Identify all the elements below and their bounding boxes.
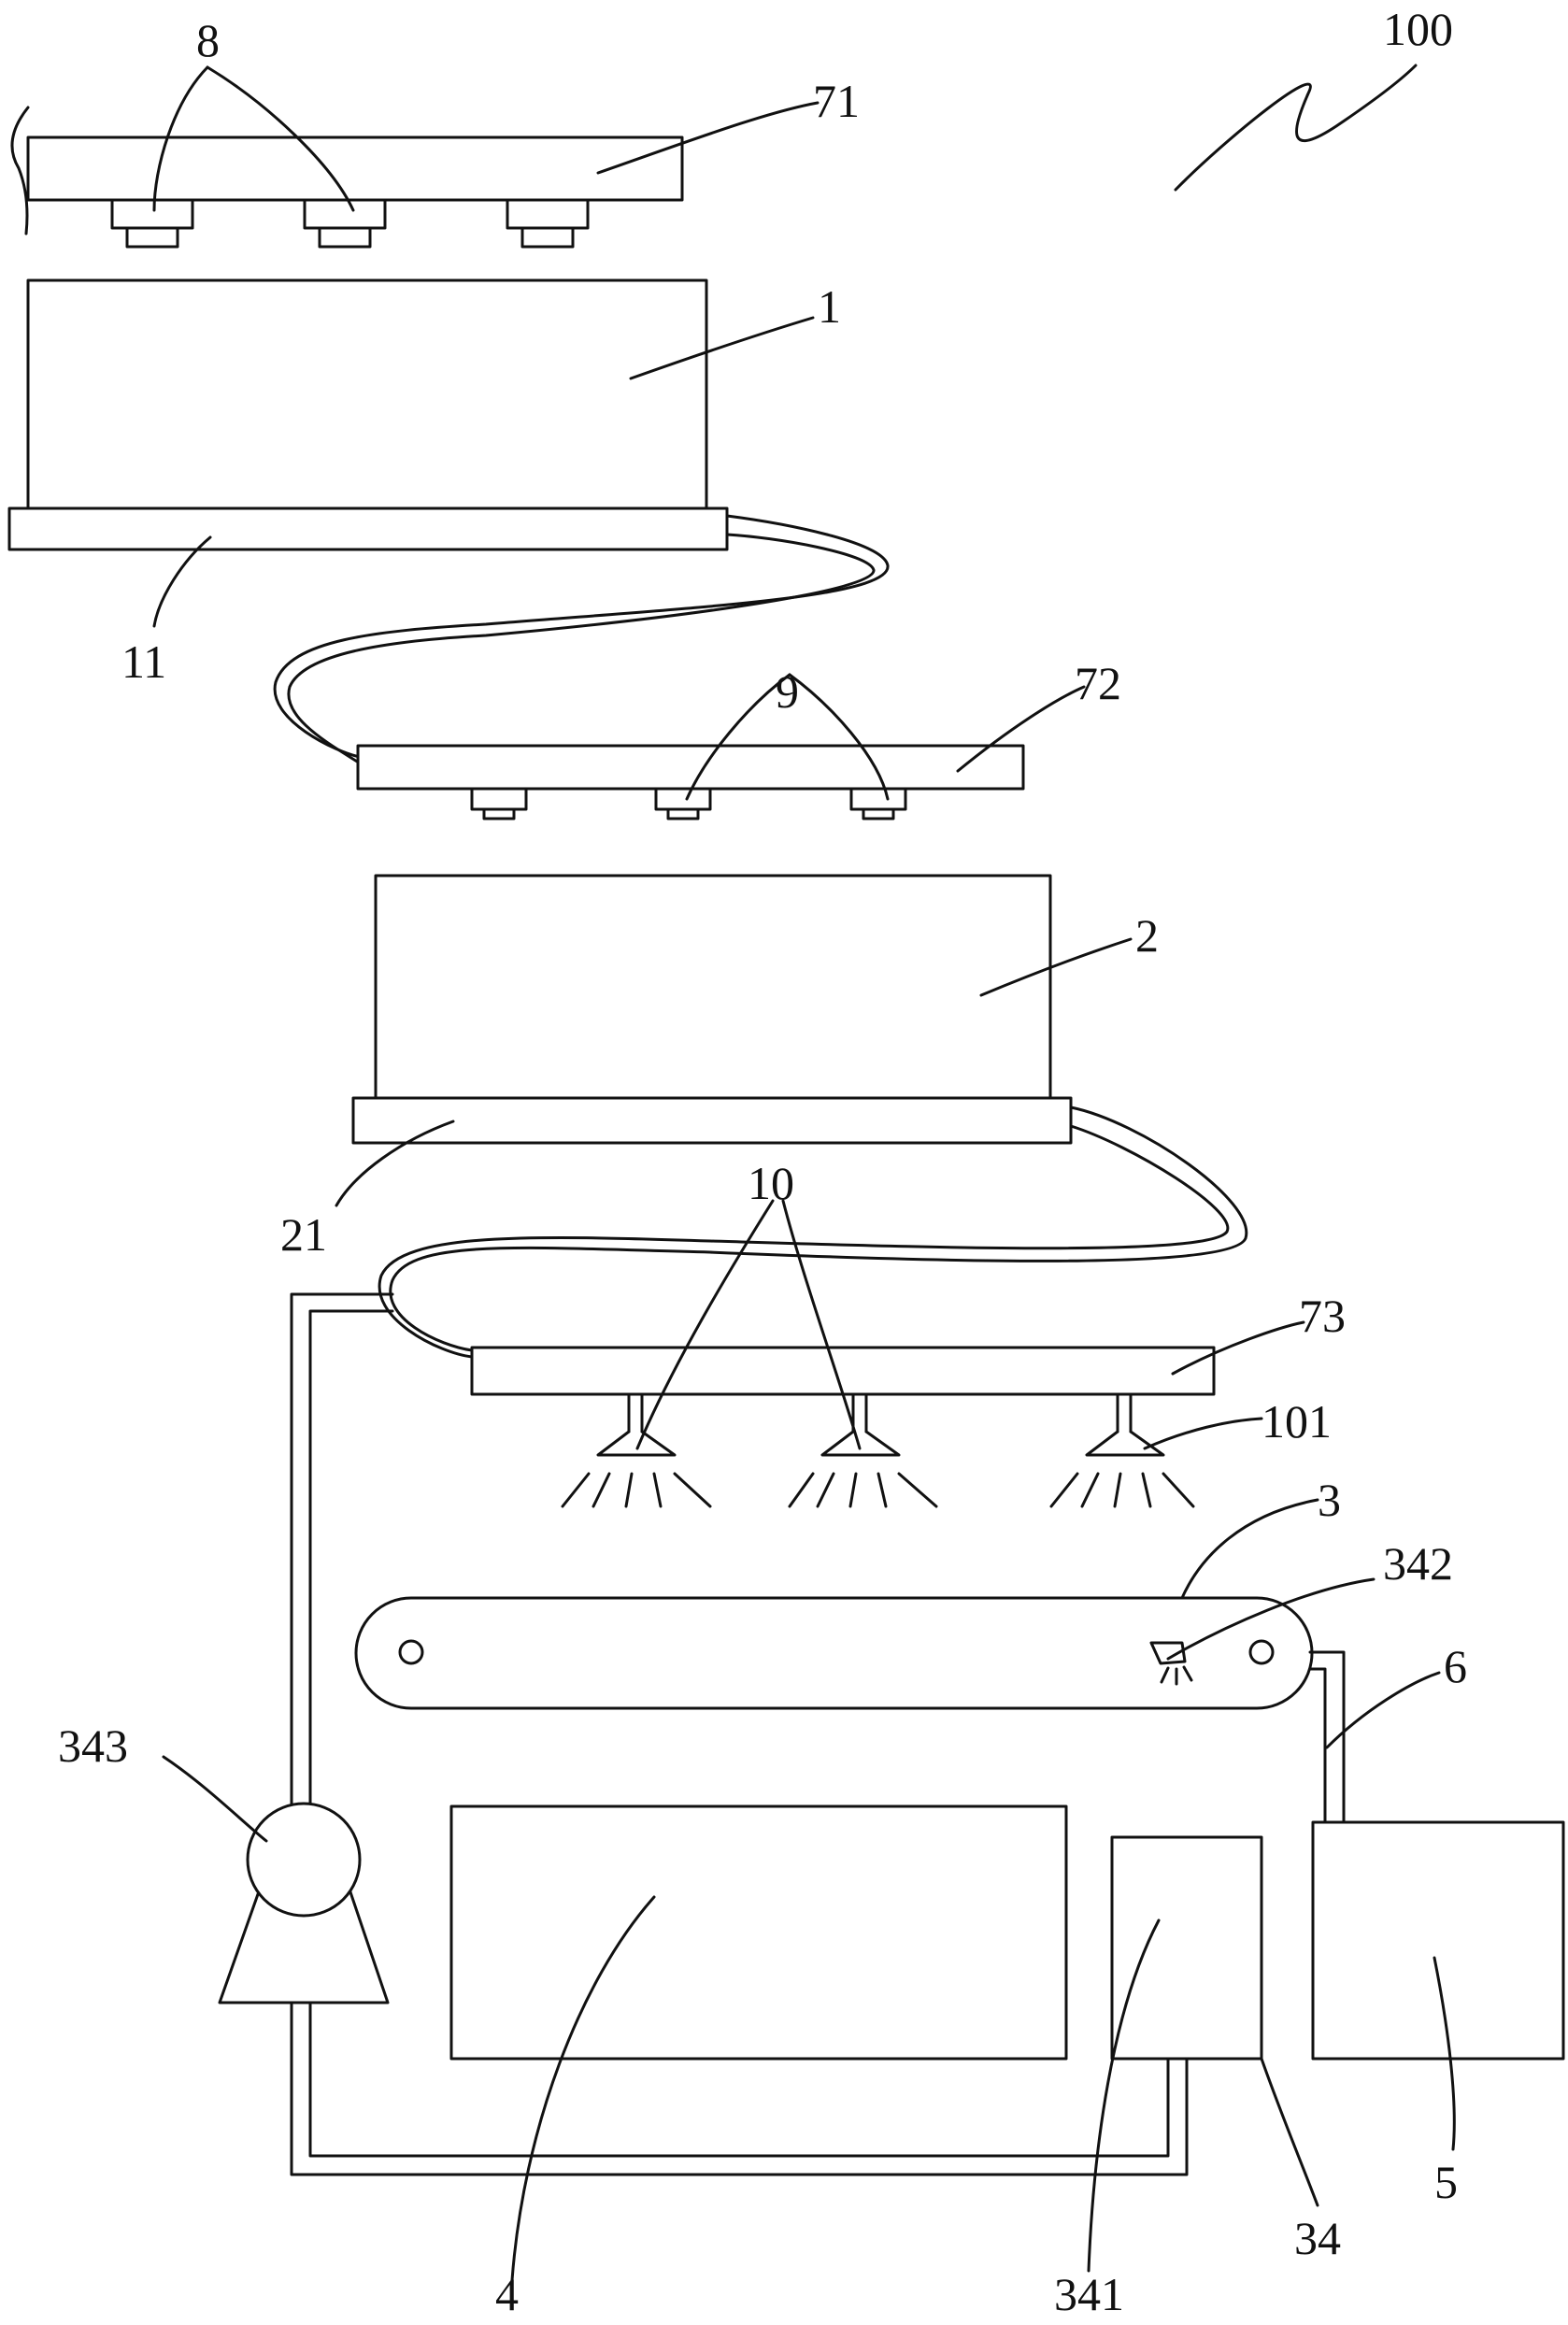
suction-cups-8 (110, 198, 590, 249)
label-343: 343 (58, 1719, 128, 1772)
label-100: 100 (1383, 3, 1453, 55)
label-341: 341 (1054, 2268, 1124, 2320)
leader-lines (152, 64, 1456, 2282)
plate-71 (10, 106, 684, 235)
label-8: 8 (196, 14, 220, 66)
tank-5 (1311, 1820, 1565, 2061)
reference-labels: 100 8 71 1 11 9 72 2 21 10 73 101 3 342 … (58, 3, 1467, 2320)
label-34: 34 (1294, 2212, 1341, 2264)
box-4 (449, 1804, 1068, 2061)
label-10: 10 (748, 1157, 794, 1209)
conveyor-3 (354, 1596, 1314, 1710)
plate-73 (470, 1346, 1216, 1396)
pump-343 (218, 1802, 390, 2004)
pipe-system (290, 1292, 1189, 2176)
label-342: 342 (1383, 1537, 1453, 1590)
spray-nozzles-101 (561, 1392, 1195, 1508)
spray-head-342 (1149, 1641, 1193, 1686)
suction-cups-9 (470, 787, 907, 820)
label-4: 4 (495, 2268, 519, 2320)
unit-1-body (26, 278, 708, 510)
label-71: 71 (813, 75, 860, 127)
label-1: 1 (818, 280, 841, 333)
unit-2-body (374, 874, 1052, 1100)
tank-34 (1110, 1835, 1263, 2061)
hose-2 (378, 1105, 1248, 1359)
plate-72 (356, 744, 1025, 791)
label-3: 3 (1318, 1474, 1341, 1526)
hose-1 (273, 514, 890, 768)
label-2: 2 (1135, 909, 1159, 962)
label-6: 6 (1444, 1640, 1467, 1692)
label-73: 73 (1299, 1290, 1346, 1342)
label-72: 72 (1075, 657, 1121, 709)
label-5: 5 (1434, 2156, 1458, 2208)
label-21: 21 (280, 1208, 327, 1261)
base-21 (351, 1096, 1073, 1145)
pipe-6 (1308, 1650, 1346, 1824)
label-11: 11 (121, 635, 166, 688)
base-11 (7, 506, 729, 551)
label-9: 9 (776, 665, 799, 718)
label-101: 101 (1262, 1395, 1332, 1448)
